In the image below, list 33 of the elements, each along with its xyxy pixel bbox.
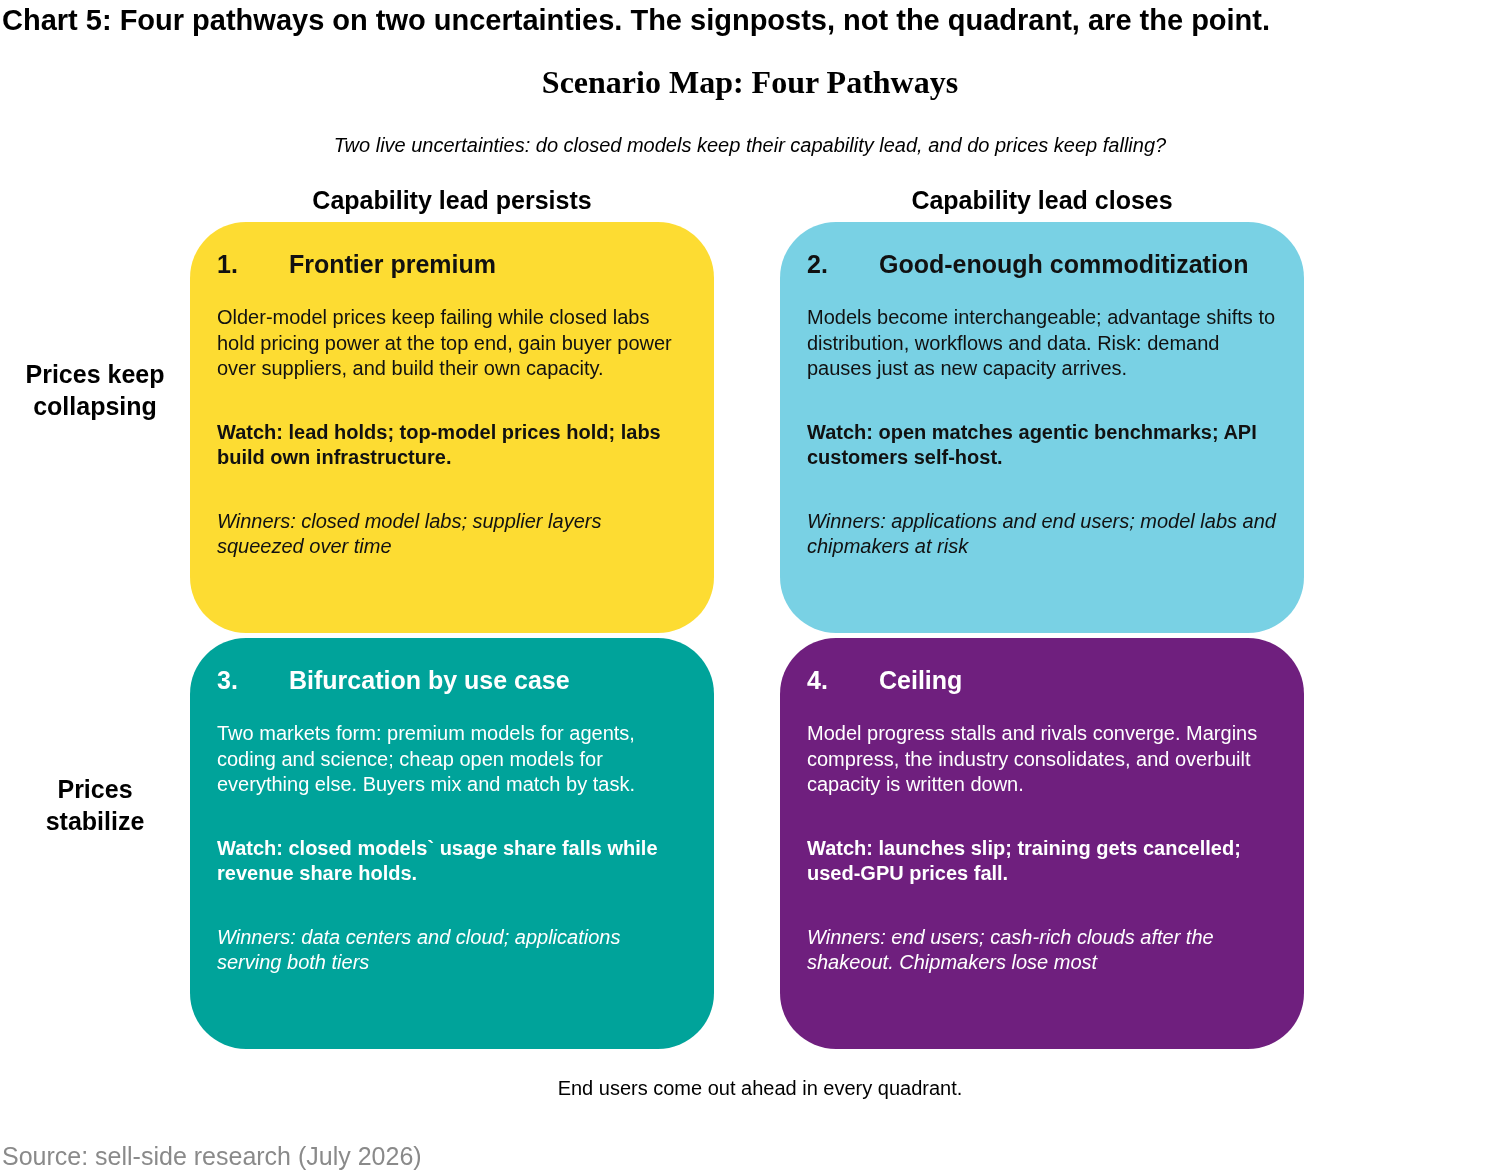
scenario-card: [780, 222, 1304, 633]
quadrant-title: Bifurcation by use case: [289, 666, 570, 695]
quadrant-number: 1.: [217, 250, 239, 279]
quadrant-title: Ceiling: [879, 666, 963, 695]
scenario-card: [190, 222, 714, 633]
watch-note: Watch: open matches agentic benchmarks; API customers self-host.: [807, 419, 1258, 470]
watch-note: Watch: closed models` usage share falls while revenue share holds.: [217, 835, 659, 886]
watch-note: Watch: lead holds; top-model prices hold; labs build own infrastructure.: [217, 419, 662, 470]
quadrant-number: 2.: [807, 250, 829, 279]
winners-note: Winners: data centers and cloud; applications serving both tiers: [217, 924, 622, 975]
quadrant-title: Good-enough commoditization: [879, 250, 1249, 279]
subtitle: Two live uncertainties: do closed models keep their capability lead, and do prices keep falling?: [332, 134, 1168, 157]
description: Two markets form: premium models for agents, coding and science; cheap open models for everything else. Buyers mix and match by task.: [217, 721, 636, 797]
quadrant-number: 4.: [807, 666, 829, 695]
description: Models become interchangeable; advantage shifts to distribution, workflows and data. Risk: demand pauses just as new capacity arrives.: [807, 305, 1277, 381]
scenario-card: [190, 638, 714, 1049]
footer-note: End users come out ahead in every quadrant.: [556, 1077, 964, 1100]
description: Older-model prices keep failing while closed labs hold pricing power at the top end, gain buyer power over suppliers, and build their own capacity.: [217, 305, 673, 381]
row-header: Prices keep collapsing: [24, 359, 166, 422]
row-header: Prices stabilize: [44, 774, 146, 837]
column-header: Capability lead closes: [910, 186, 1174, 215]
description: Model progress stalls and rivals converge. Margins compress, the industry consolidates, and overbuilt capacity is written down.: [807, 721, 1259, 797]
quadrant-number: 3.: [217, 666, 239, 695]
scenario-card: [780, 638, 1304, 1049]
winners-note: Winners: closed model labs; supplier layers squeezed over time: [217, 508, 603, 559]
winners-note: Winners: end users; cash-rich clouds after the shakeout. Chipmakers lose most: [807, 924, 1215, 975]
quadrant-title: Frontier premium: [289, 250, 496, 279]
diagram-heading: Scenario Map: Four Pathways: [540, 64, 960, 101]
source-note: Source: sell-side research (July 2026): [2, 1142, 422, 1171]
watch-note: Watch: launches slip; training gets cancelled; used-GPU prices fall.: [807, 835, 1242, 886]
column-header: Capability lead persists: [311, 186, 593, 215]
winners-note: Winners: applications and end users; model labs and chipmakers at risk: [807, 508, 1278, 559]
chart-title: Chart 5: Four pathways on two uncertainties. The signposts, not the quadrant, are the point.: [2, 4, 1271, 37]
